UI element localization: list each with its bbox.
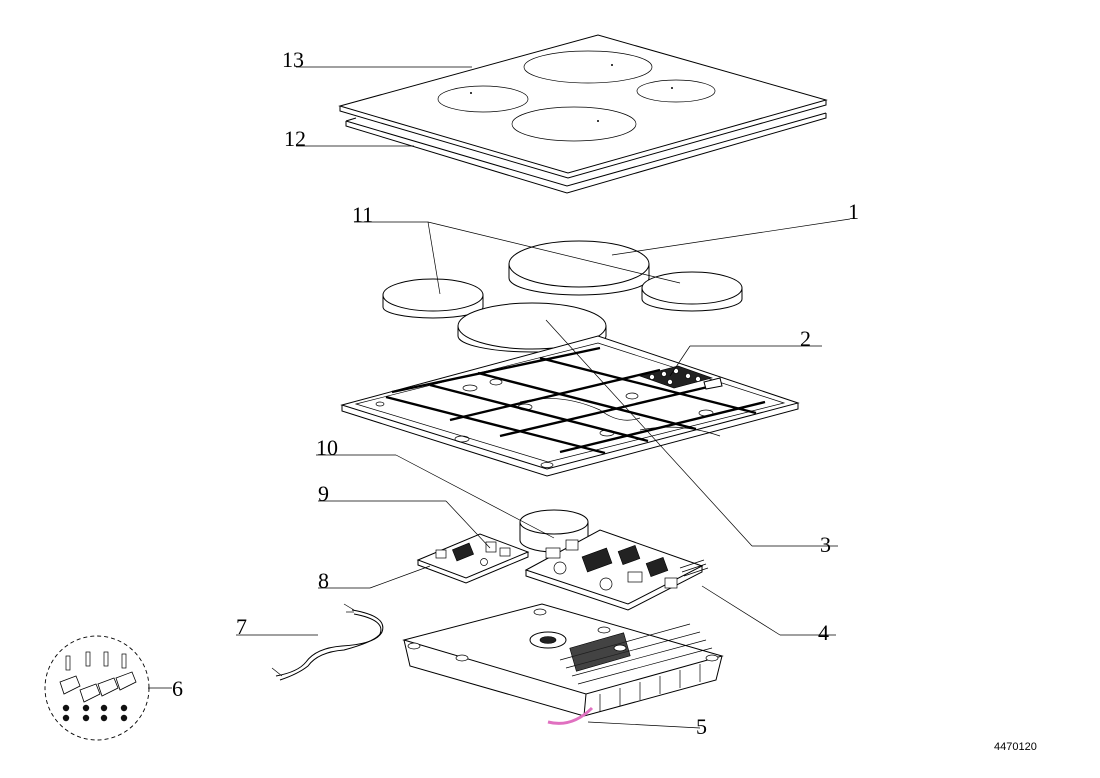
frame-gasket [345,112,827,194]
callout-5: 5 [696,714,707,739]
induction-coil-large-rear [508,240,650,296]
control-board [416,533,530,584]
callout-4: 4 [818,620,829,645]
induction-coil-small-left [382,278,484,319]
callout-1: 1 [848,199,859,224]
induction-coil-small-right [641,271,743,312]
callout-2: 2 [800,326,811,351]
callout-7: 7 [236,614,247,639]
callout-6: 6 [172,676,183,701]
drawing-code: 4470120 [994,741,1037,753]
callout-labels: 13 12 1 11 2 10 9 3 8 7 4 6 5 4470120 [172,47,1037,753]
callout-3: 3 [820,532,831,557]
callout-10: 10 [316,435,338,460]
leader-lines [148,66,851,729]
callout-11: 11 [352,202,373,227]
glass-top-plate [338,34,828,179]
lower-housing [402,603,724,717]
callout-9: 9 [318,481,329,506]
callout-8: 8 [318,568,329,593]
callout-13: 13 [282,47,304,72]
coil-support-tray [340,335,800,477]
internal-cable [547,706,594,725]
power-cord [271,603,384,681]
fastener-kit [44,635,150,741]
power-board [524,529,709,611]
callout-12: 12 [284,126,306,151]
